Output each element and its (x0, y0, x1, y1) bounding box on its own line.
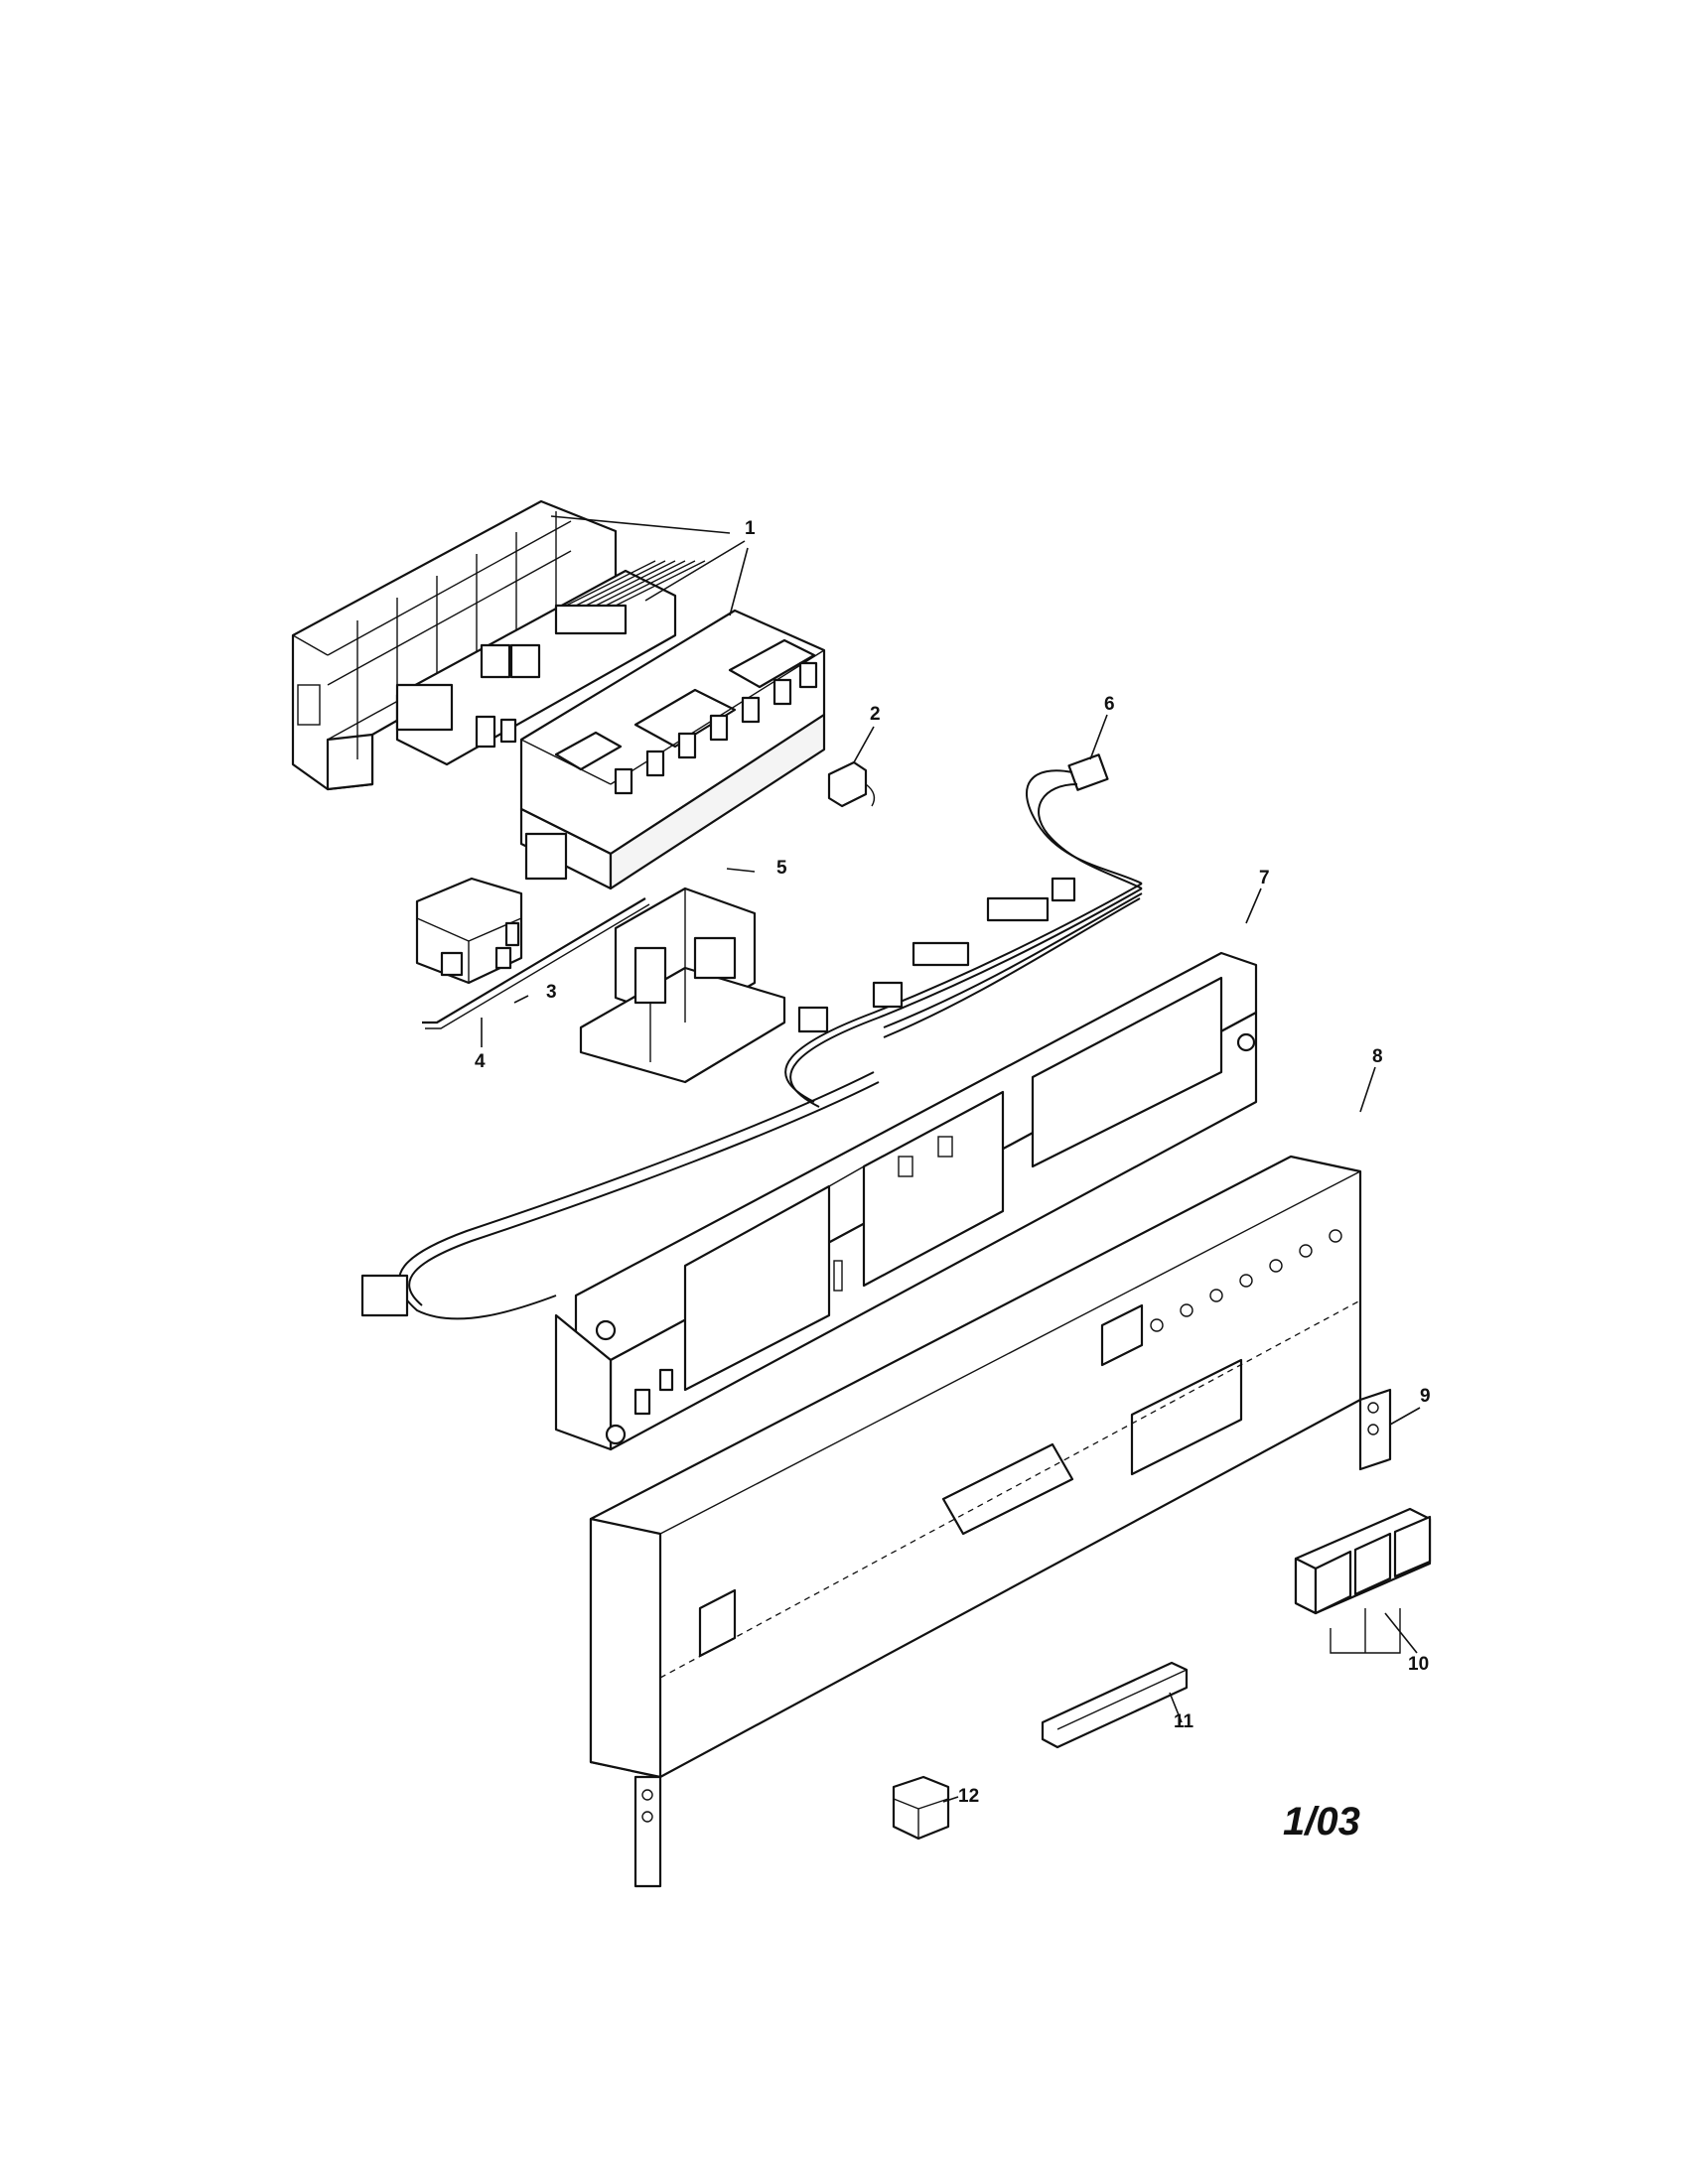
date-code: 1/03 (1283, 1800, 1360, 1843)
callout-10: 10 (1408, 1654, 1429, 1675)
callout-6: 6 (1104, 694, 1115, 715)
callout-1: 1 (745, 518, 756, 539)
callout-12: 12 (958, 1786, 979, 1807)
harness-connectors (797, 877, 1076, 1033)
callout-labels: 1 2 3 4 5 6 7 8 9 10 11 12 (475, 518, 1431, 1807)
callout-8: 8 (1372, 1046, 1383, 1067)
part-12-block (892, 1775, 950, 1841)
part-8-fascia-panel (589, 1155, 1362, 1779)
part-3-switch-block (415, 877, 523, 985)
fascia-indicator-holes (1150, 1229, 1342, 1332)
part-1-circuit-board (395, 560, 706, 766)
part-11-handle-strip (1041, 1661, 1189, 1749)
part-2-clip (827, 760, 876, 808)
callout-11: 11 (1174, 1711, 1194, 1732)
part-7-control-panel-frame (554, 951, 1258, 1451)
leader-lines (481, 515, 1421, 1803)
part-10-button-set (1294, 1507, 1432, 1654)
callout-2: 2 (870, 704, 881, 725)
part-1-button-housing (519, 609, 826, 890)
part-6-wiring-harness (360, 753, 1143, 1320)
callout-7: 7 (1259, 868, 1270, 888)
part-4-rod (422, 897, 650, 1029)
part-9-side-strip (633, 1388, 1392, 1888)
part-5-latch-bracket (579, 887, 786, 1084)
callout-3: 3 (546, 982, 557, 1003)
button-housing-keys (614, 661, 818, 795)
callout-5: 5 (776, 858, 787, 879)
callout-9: 9 (1420, 1386, 1431, 1407)
callout-4: 4 (475, 1051, 486, 1072)
